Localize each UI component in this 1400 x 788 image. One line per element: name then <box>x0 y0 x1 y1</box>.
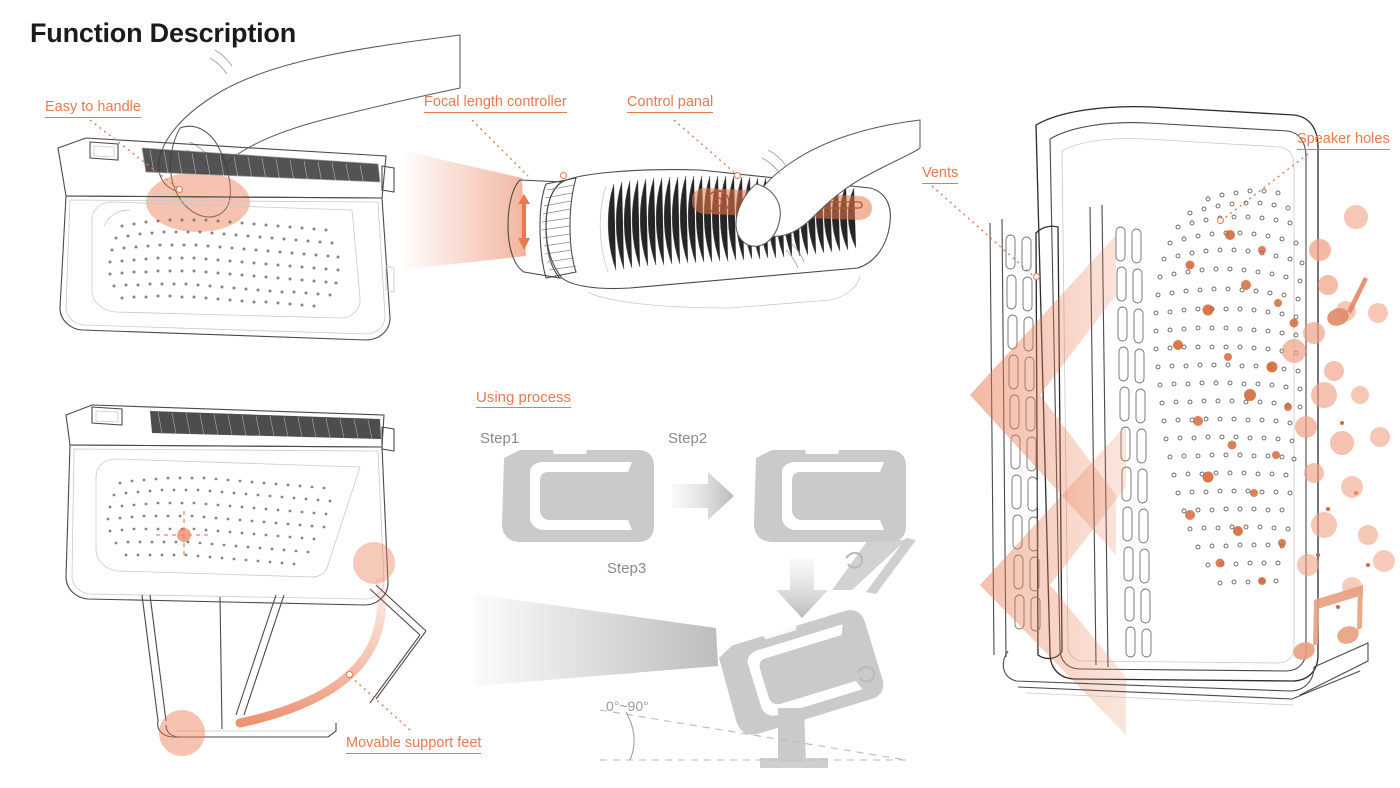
angle-annotation-label: 0°~90° <box>606 698 649 714</box>
handle-grip-illustration <box>57 34 461 341</box>
light-beam <box>400 150 526 270</box>
step3-device-silhouette <box>474 551 912 768</box>
speaker-hole-matrix <box>1153 188 1305 586</box>
music-note-single <box>1327 277 1368 326</box>
callout-easy-to-handle: Easy to handle <box>45 99 141 118</box>
using-process-diagram <box>474 448 916 768</box>
pivot-marker-top <box>353 542 395 584</box>
sound-dots <box>1173 230 1370 609</box>
callout-control-panel: Control panal <box>627 94 714 113</box>
callout-speaker-holes: Speaker holes <box>1297 131 1390 150</box>
music-note-beamed <box>1293 585 1363 660</box>
rotation-arc <box>235 576 387 728</box>
leader-endpoint-easy-to-handle <box>176 186 183 193</box>
leader-endpoint-focal-length <box>560 172 567 179</box>
step2-label: Step2 <box>668 430 708 447</box>
leader-endpoint-speaker-holes <box>1217 217 1224 224</box>
callout-vents: Vents <box>922 165 959 184</box>
sound-dots-soft <box>1282 205 1395 597</box>
pivot-marker-bottom <box>159 710 205 756</box>
press-highlight <box>146 172 250 232</box>
projector-controls-illustration <box>400 119 921 309</box>
leader-endpoint-control-panel <box>734 172 741 179</box>
light-cone <box>474 594 718 686</box>
power-icon <box>706 190 730 214</box>
step1-device-silhouette <box>502 448 654 542</box>
center-marker <box>156 511 212 559</box>
leader-endpoint-support-feet <box>346 671 353 678</box>
flow-arrow-down <box>776 558 828 618</box>
callout-focal-length-controller: Focal length controller <box>424 94 567 113</box>
section-label-using-process: Using process <box>476 389 572 408</box>
step2-device-silhouette <box>754 448 916 594</box>
callout-movable-support-feet: Movable support feet <box>346 735 482 754</box>
leader-endpoint-vents <box>1033 273 1040 280</box>
rotation-arrow <box>518 194 530 250</box>
flow-arrow-right <box>672 472 734 520</box>
step1-label: Step1 <box>480 430 520 447</box>
step3-label: Step3 <box>607 560 647 577</box>
airflow-arrows <box>970 235 1126 735</box>
support-feet-illustration <box>65 404 427 756</box>
page-title: Function Description <box>30 18 297 48</box>
vents-speaker-illustration <box>970 106 1395 735</box>
